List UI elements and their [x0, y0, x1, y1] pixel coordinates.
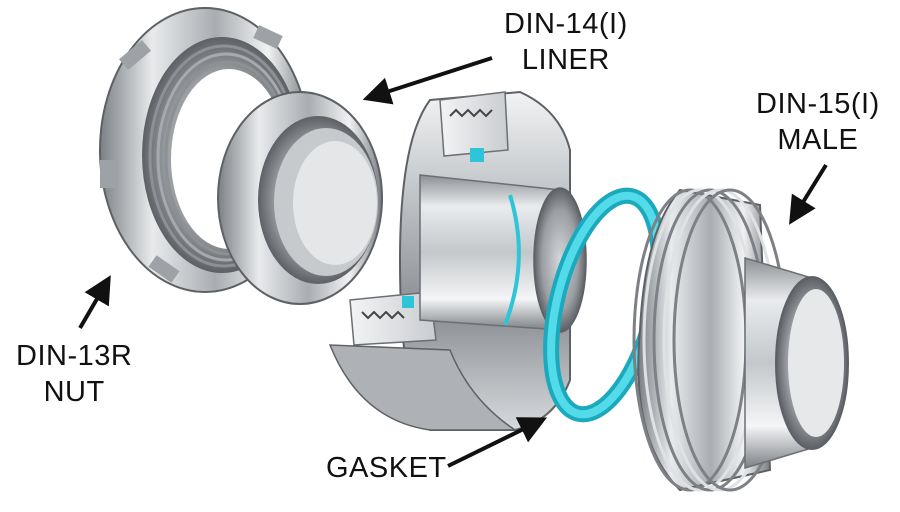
male-part [632, 188, 849, 492]
male-label-line1: DIN-15(I) [756, 88, 880, 120]
liner-part [217, 91, 383, 305]
liner-label-line2: LINER [521, 44, 610, 76]
nut-label-line1: DIN-13R [16, 340, 133, 372]
nut-arrow [78, 275, 111, 330]
male-arrow [789, 163, 828, 225]
liner-label: DIN-14(I) LINER [504, 6, 628, 78]
gasket-label-line1: GASKET [326, 452, 447, 484]
male-label: DIN-15(I) MALE [756, 86, 880, 158]
cutaway-assembly [328, 90, 587, 431]
gasket-label: GASKET [326, 450, 447, 486]
liner-label-line1: DIN-14(I) [504, 8, 628, 40]
gasket-arrow [447, 417, 548, 468]
male-label-line2: MALE [777, 124, 859, 156]
nut-label: DIN-13R NUT [16, 338, 132, 410]
nut-label-line2: NUT [43, 376, 105, 408]
liner-arrow [362, 56, 493, 105]
